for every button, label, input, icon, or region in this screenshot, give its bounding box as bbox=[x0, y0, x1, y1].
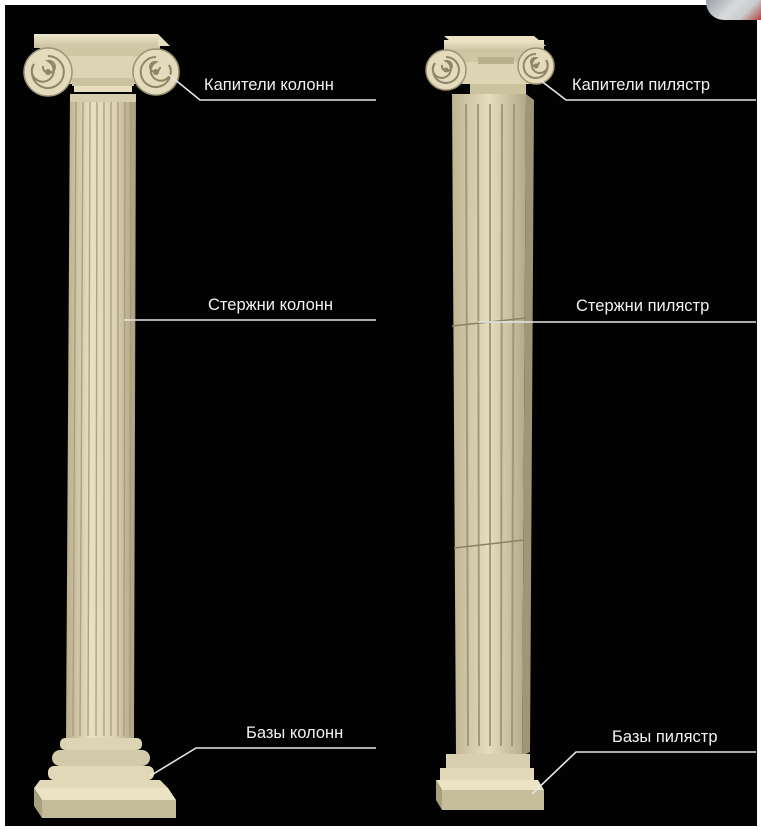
leader-pilaster-base bbox=[532, 752, 756, 794]
pilaster-capital bbox=[426, 36, 554, 94]
label-pilaster-shafts: Стержни пилястр bbox=[576, 297, 709, 316]
column-volute-right bbox=[133, 49, 179, 95]
label-column-bases: Базы колонн bbox=[246, 724, 343, 743]
column-capital bbox=[24, 34, 179, 96]
pilaster-volute-right bbox=[518, 48, 554, 84]
pilaster-volute-left bbox=[426, 50, 466, 90]
column-volute-left bbox=[24, 48, 72, 96]
label-pilaster-capitals: Капители пилястр bbox=[572, 76, 710, 95]
pilaster bbox=[426, 36, 554, 810]
column bbox=[24, 34, 179, 818]
pilaster-base bbox=[436, 754, 544, 810]
label-pilaster-bases: Базы пилястр bbox=[612, 728, 718, 747]
label-column-shafts: Стержни колонн bbox=[208, 296, 333, 315]
column-base bbox=[34, 738, 176, 818]
label-column-capitals: Капители колонн bbox=[204, 76, 334, 95]
pilaster-shaft bbox=[452, 94, 534, 756]
column-shaft bbox=[66, 94, 136, 740]
leader-column-base bbox=[150, 748, 376, 776]
